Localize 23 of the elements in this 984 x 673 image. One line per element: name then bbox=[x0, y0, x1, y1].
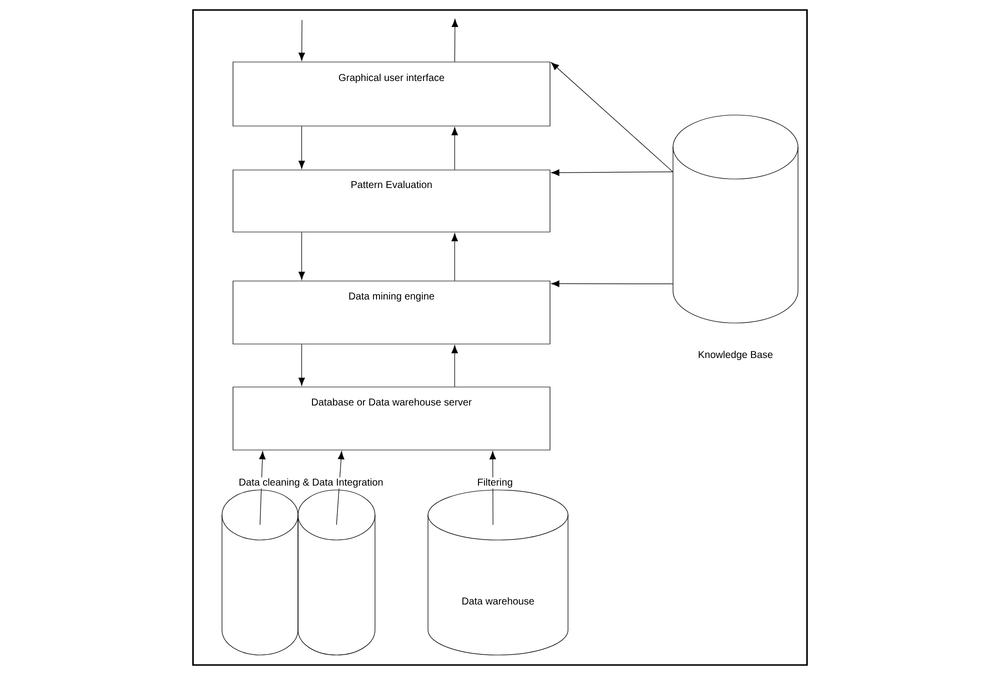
arrow bbox=[298, 126, 305, 169]
process-box: Data mining engine bbox=[232, 280, 550, 344]
database-cylinder: Knowledge Base bbox=[672, 114, 798, 360]
arrow bbox=[551, 280, 674, 287]
arrow bbox=[550, 62, 674, 172]
process-box: Pattern Evaluation bbox=[232, 170, 550, 232]
process-box: Database or Data warehouse server bbox=[232, 386, 550, 450]
arrow bbox=[451, 345, 458, 387]
arrow bbox=[298, 20, 306, 61]
database-cylinder: Data warehouse bbox=[428, 490, 568, 656]
arrow bbox=[551, 169, 674, 176]
node-label: Knowledge Base bbox=[698, 350, 773, 360]
arrow bbox=[451, 233, 458, 281]
database-cylinder bbox=[298, 490, 376, 656]
arrow bbox=[298, 232, 305, 280]
annotation-label: Data cleaning & Data Integration bbox=[238, 477, 384, 489]
arrow bbox=[452, 18, 458, 62]
database-cylinder bbox=[222, 490, 298, 656]
node-label: Data warehouse bbox=[462, 597, 534, 605]
annotation-label: Filtering bbox=[476, 477, 514, 489]
arrow bbox=[451, 127, 458, 170]
arrow bbox=[298, 344, 305, 386]
process-box: Graphical user interface bbox=[232, 62, 550, 126]
